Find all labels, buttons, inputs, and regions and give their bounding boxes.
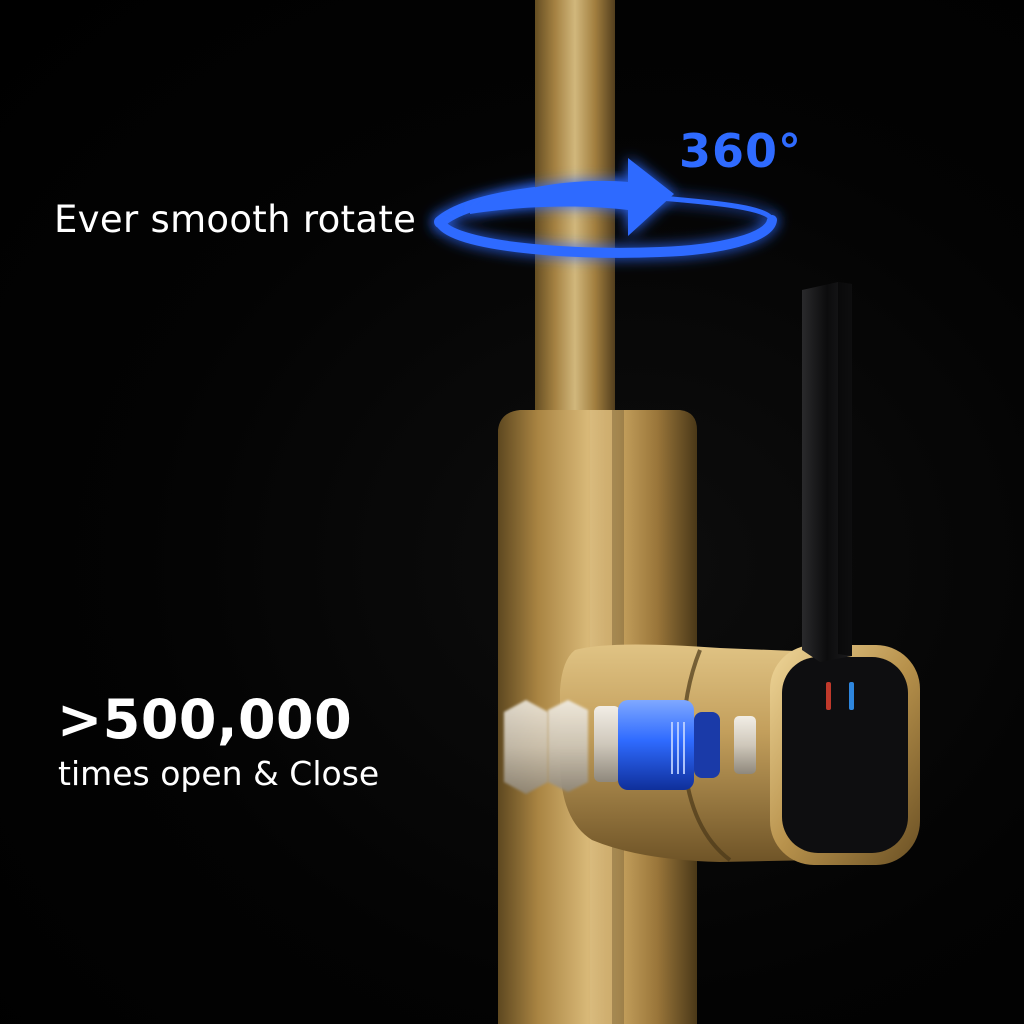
spout-neck (535, 0, 615, 420)
ceramic-cartridge (618, 700, 694, 790)
rotation-arrow-icon (470, 158, 674, 236)
rotation-degree-label: 360° (679, 124, 803, 178)
durability-value: >500,000 (57, 688, 353, 751)
handle-plate (782, 657, 908, 853)
durability-caption: times open & Close (58, 754, 380, 793)
cartridge-parts (504, 700, 756, 794)
rotation-caption: Ever smooth rotate (54, 198, 417, 241)
cold-indicator (849, 682, 854, 710)
rotation-ring-front (435, 158, 777, 258)
hot-indicator (826, 682, 831, 710)
